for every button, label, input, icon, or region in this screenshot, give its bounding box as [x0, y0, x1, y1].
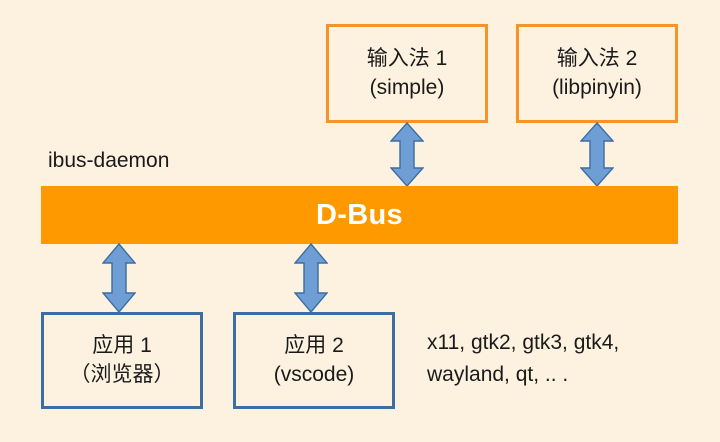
application-1-title: 应用 1 — [92, 334, 152, 358]
input-method-1-title: 输入法 1 — [366, 47, 448, 71]
input-method-box-2: 输入法 2 (libpinyin) — [516, 24, 678, 123]
application-2-title: 应用 2 — [284, 334, 344, 358]
dbus-label: D-Bus — [316, 198, 403, 231]
application-box-2: 应用 2 (vscode) — [233, 312, 395, 409]
input-method-box-1: 输入法 1 (simple) — [326, 24, 488, 123]
application-box-1: 应用 1 （浏览器） — [41, 312, 203, 409]
double-arrow-icon-input-method-1 — [390, 122, 424, 187]
toolkits-line-2: wayland, qt, .. . — [427, 362, 569, 386]
input-method-2-engine: (libpinyin) — [552, 75, 642, 99]
double-arrow-icon-input-method-2 — [580, 122, 614, 187]
double-arrow-icon-application-1 — [102, 243, 136, 313]
input-method-2-title: 输入法 2 — [556, 47, 638, 71]
toolkits-label: x11, gtk2, gtk3, gtk4, wayland, qt, .. . — [427, 327, 619, 391]
application-1-detail: （浏览器） — [69, 362, 175, 386]
input-method-1-engine: (simple) — [369, 75, 445, 99]
dbus-bar: D-Bus — [41, 186, 678, 244]
toolkits-line-1: x11, gtk2, gtk3, gtk4, — [427, 331, 620, 354]
application-2-detail: (vscode) — [273, 362, 355, 386]
ibus-daemon-label: ibus-daemon — [48, 149, 170, 172]
double-arrow-icon-application-2 — [294, 243, 328, 313]
